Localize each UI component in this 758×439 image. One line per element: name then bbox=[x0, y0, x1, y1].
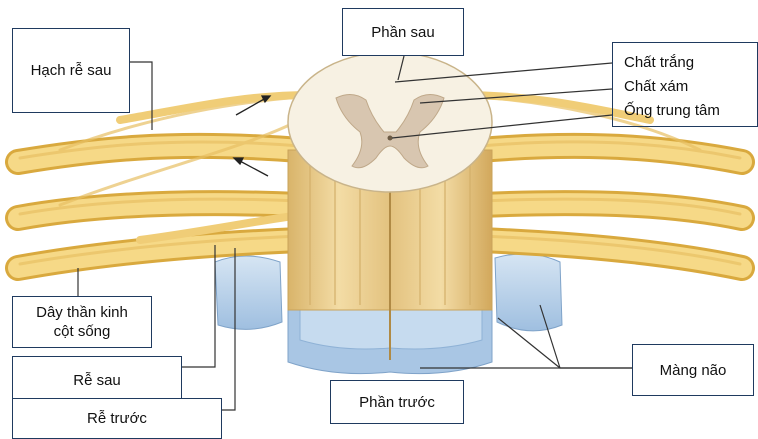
dorsal-root-label: Rễ sau bbox=[12, 356, 182, 404]
anterior-label: Phần trước bbox=[330, 380, 464, 424]
spinal-nerve-label-line1: Dây thần kinh bbox=[36, 303, 128, 322]
spinal-nerve-label-line2: cột sống bbox=[54, 322, 111, 341]
spinal-nerve-label: Dây thần kinh cột sống bbox=[12, 296, 152, 348]
nerves-left bbox=[18, 95, 330, 268]
ventral-root-label: Rễ trước bbox=[12, 398, 222, 439]
posterior-label: Phần sau bbox=[342, 8, 464, 56]
meninges-left bbox=[215, 256, 282, 329]
cross-section bbox=[288, 52, 492, 192]
meninges-right bbox=[495, 254, 562, 331]
meninges-label: Màng não bbox=[632, 344, 754, 396]
cross-section-label-box bbox=[612, 42, 758, 127]
dorsal-root-ganglion-label: Hạch rễ sau bbox=[12, 28, 130, 113]
